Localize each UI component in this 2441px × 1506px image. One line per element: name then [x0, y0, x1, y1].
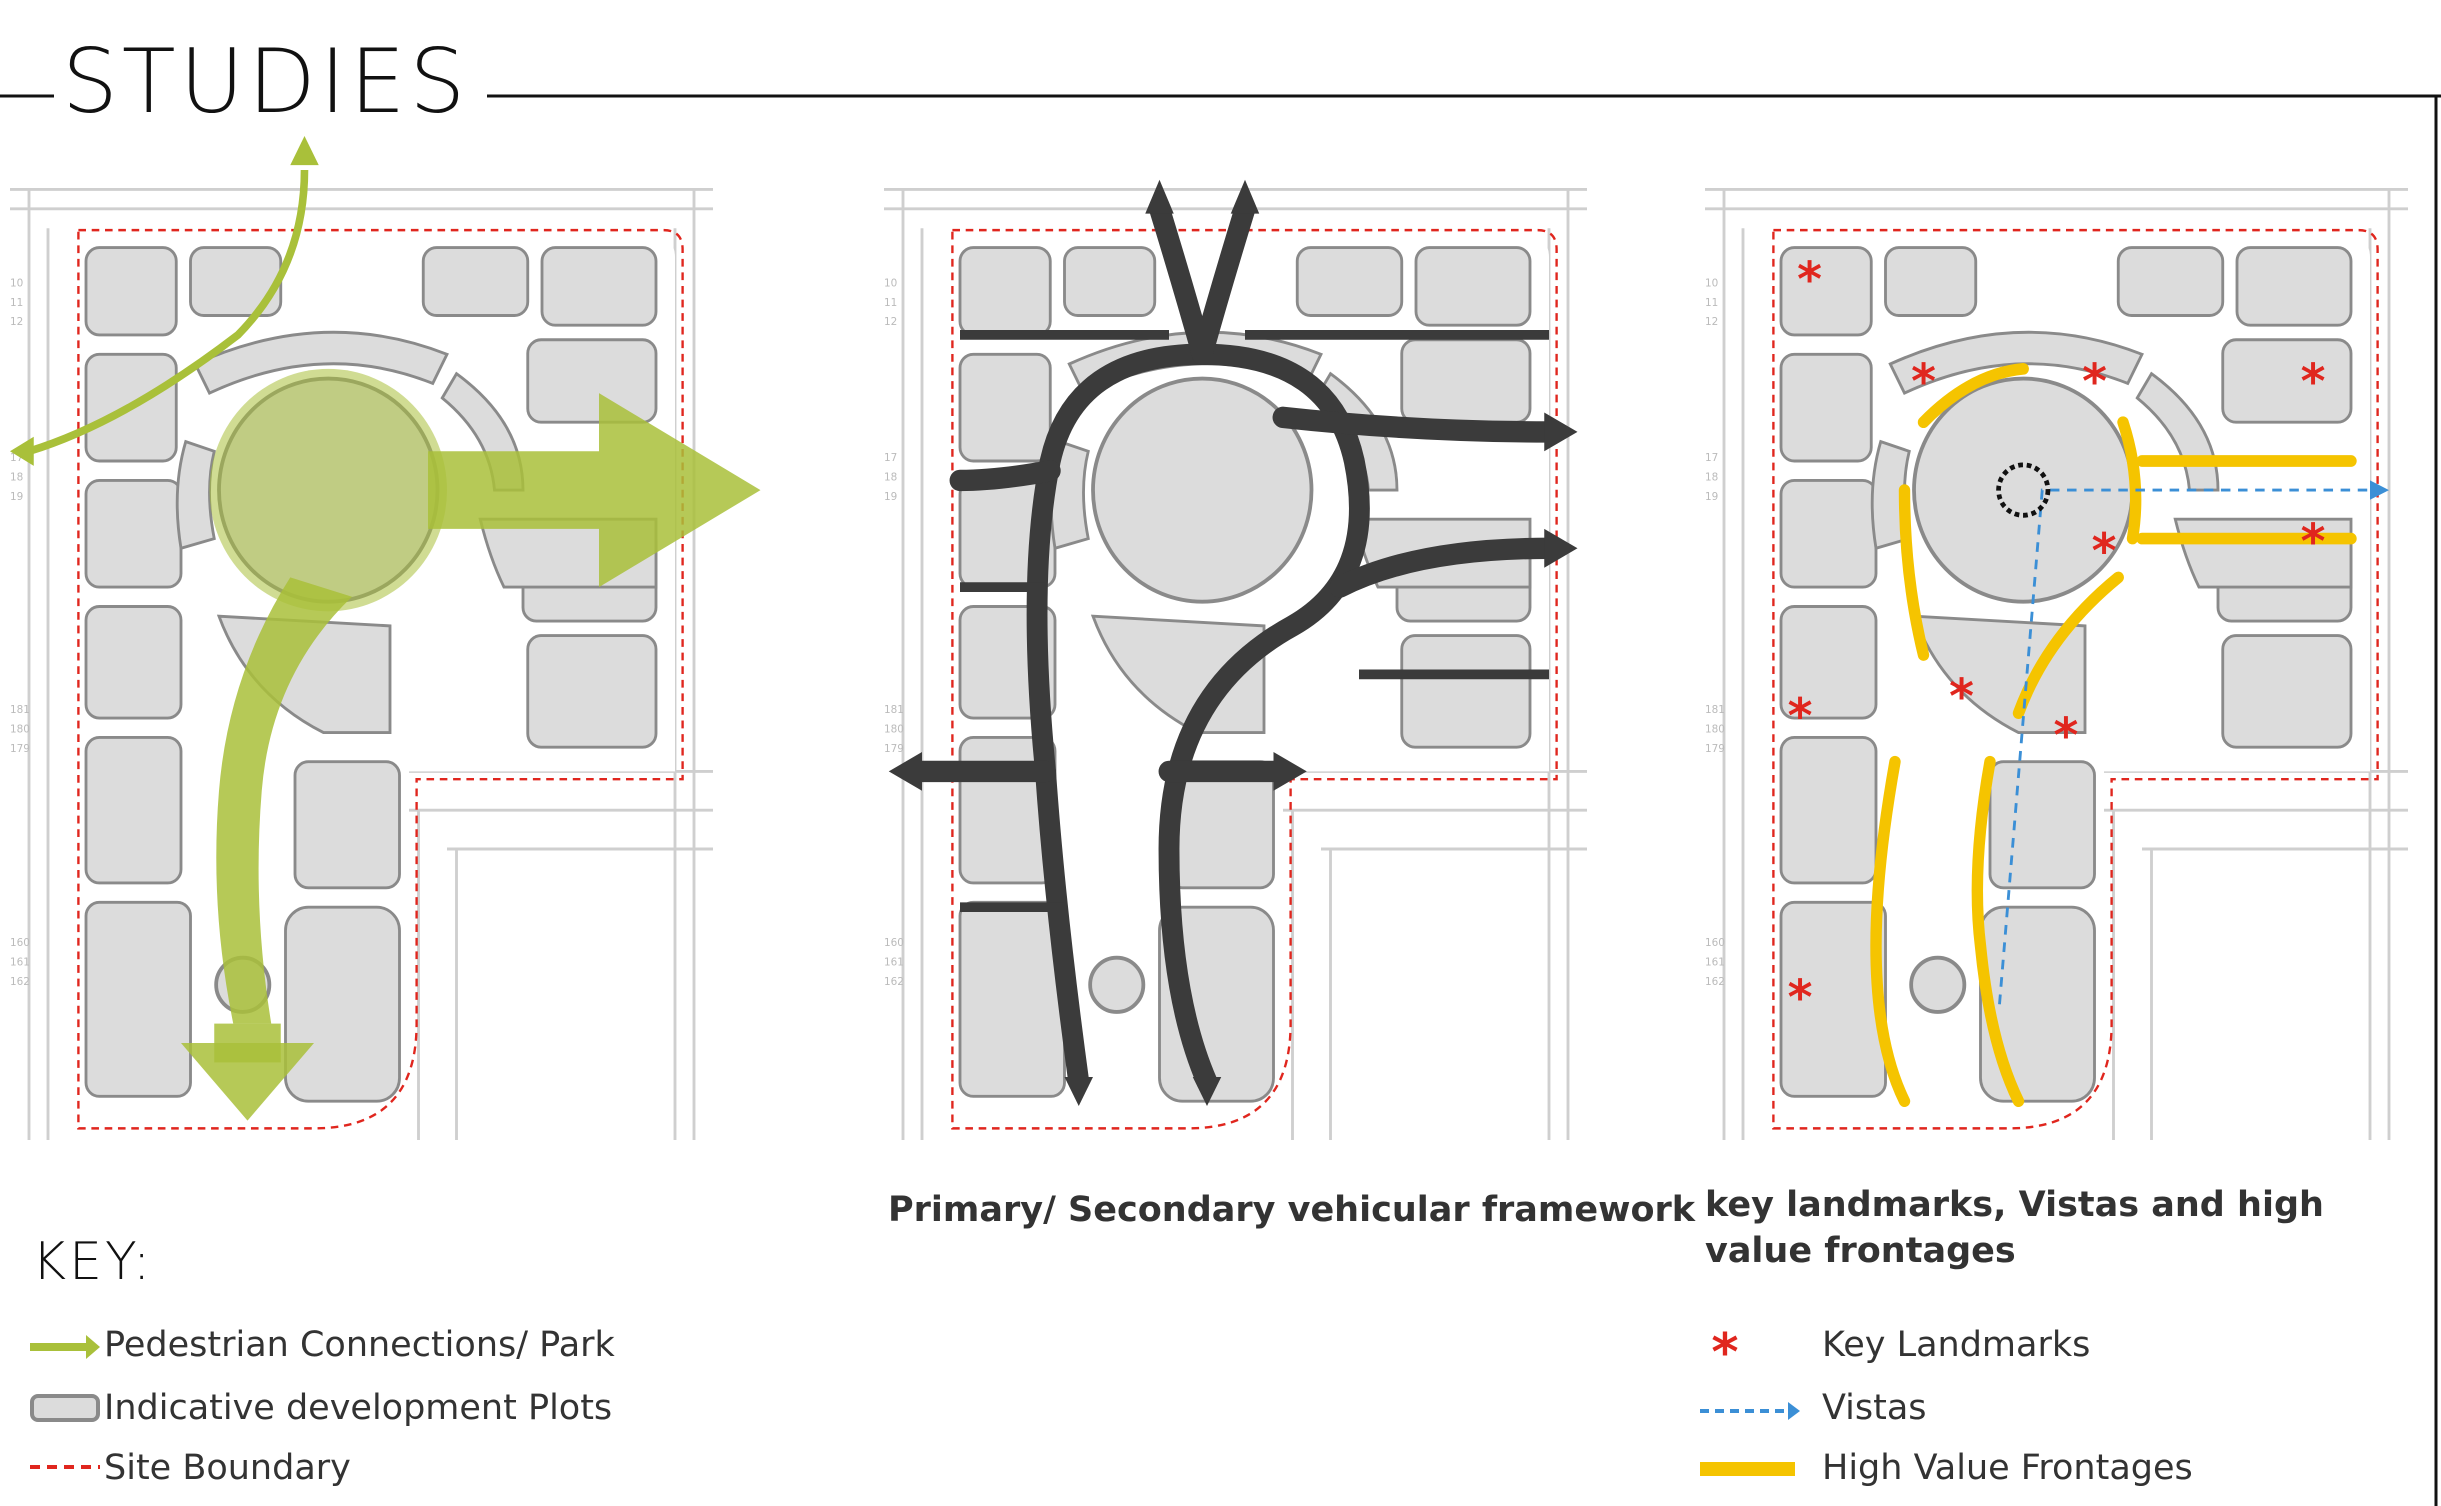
grey-plot-icon [30, 1394, 100, 1422]
key-title: KEY: [32, 1232, 154, 1292]
red-asterisk-icon: * [1711, 1323, 1738, 1383]
svg-text:*: * [1788, 688, 1813, 745]
panel-vehicular-caption: Primary/ Secondary vehicular framework [888, 1190, 1696, 1230]
landmark-asterisks: * * * * * * * * * * [1788, 252, 2326, 1026]
svg-text:*: * [2301, 353, 2326, 410]
legend-boundary-label: Site Boundary [104, 1448, 351, 1488]
legend-frontages-label: High Value Frontages [1822, 1448, 2193, 1488]
svg-text:*: * [1797, 252, 1822, 309]
pedestrian-network [181, 368, 761, 1121]
road-arrowheads [888, 179, 1578, 1107]
legend-right-icons: * [1700, 1323, 1800, 1476]
legend-vistas-label: Vistas [1822, 1388, 1927, 1428]
secondary-roads [960, 330, 1550, 913]
panel-vehicular [882, 179, 1589, 1142]
panel-landmarks-caption: key landmarks, Vistas and high value fro… [1705, 1185, 2324, 1271]
page-title: STUDIES [54, 38, 488, 126]
svg-text:*: * [1949, 669, 1974, 726]
high-value-frontages [1870, 363, 2357, 1108]
panel-landmarks: * * * * * * * * * * [1703, 187, 2410, 1142]
svg-text:*: * [2082, 353, 2107, 410]
svg-text:*: * [1788, 969, 1813, 1026]
legend-plots-label: Indicative development Plots [104, 1388, 613, 1428]
landmark-focus [1996, 462, 2051, 518]
yellow-band-icon [1700, 1462, 1795, 1476]
vehicular-roads [902, 198, 1560, 1093]
svg-text:*: * [2092, 523, 2117, 580]
svg-text:*: * [2301, 514, 2326, 571]
legend-landmarks-label: Key Landmarks [1822, 1325, 2091, 1365]
legend-pedestrian-label: Pedestrian Connections/ Park [104, 1325, 615, 1365]
legend-left-icons [30, 1335, 100, 1469]
pedestrian-path [27, 169, 309, 456]
panel-pedestrian [8, 136, 761, 1142]
svg-text:*: * [2054, 708, 2079, 765]
svg-text:*: * [1911, 353, 1936, 410]
vista-line [1998, 488, 2371, 1005]
